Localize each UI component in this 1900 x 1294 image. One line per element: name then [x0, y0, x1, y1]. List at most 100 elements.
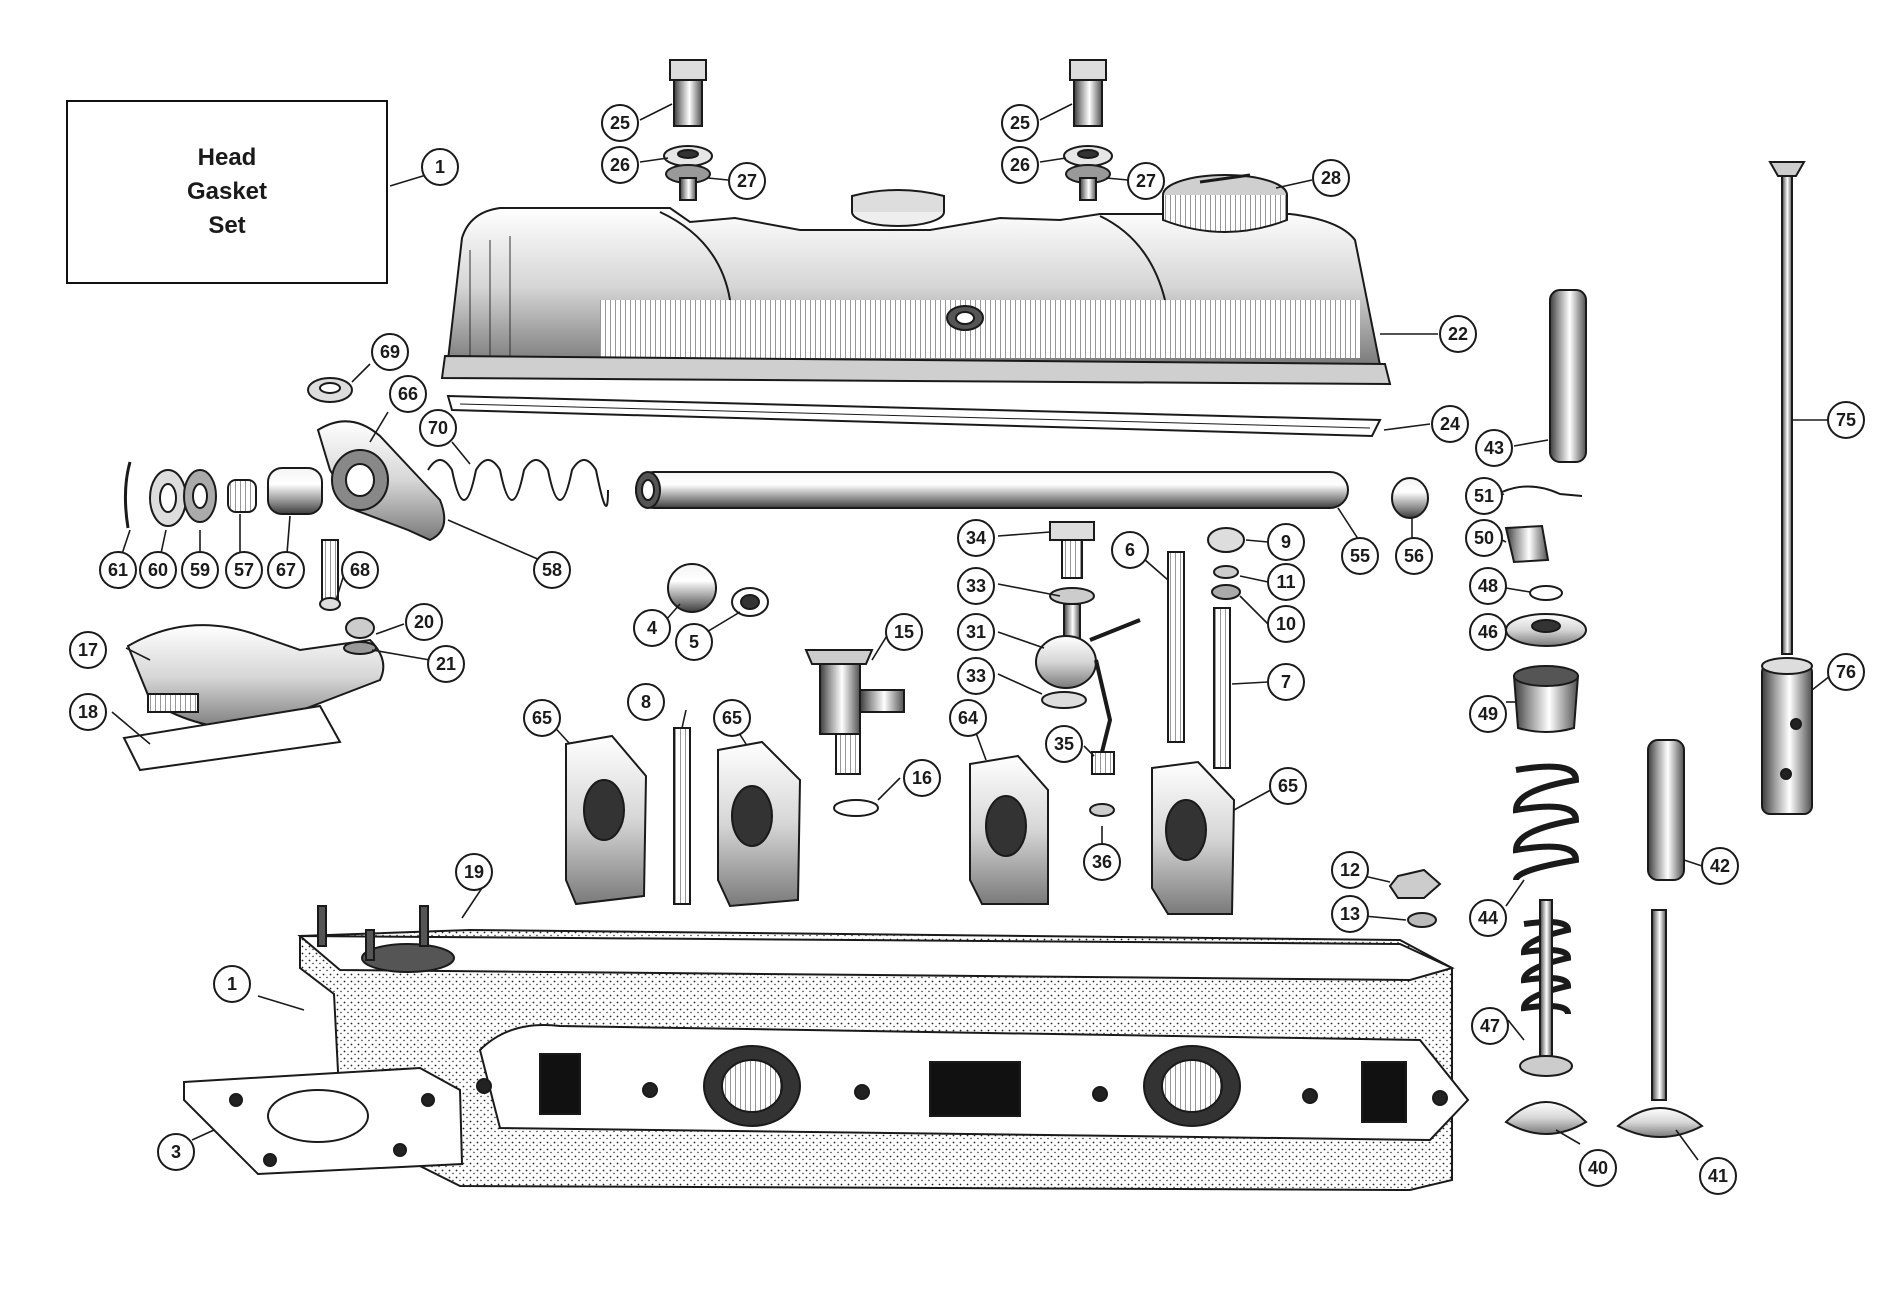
- pedestal-4-part: [1151, 760, 1236, 915]
- callout-67: 67: [276, 560, 296, 580]
- callout-47: 47: [1480, 1016, 1500, 1036]
- callout-48: 48: [1478, 576, 1498, 596]
- oil-seal-part: [1529, 585, 1563, 601]
- exhaust-valve-part: [1616, 909, 1704, 1138]
- outer-valve-spring-part: [1512, 763, 1580, 881]
- callout-20: 20: [414, 612, 434, 632]
- callout-76: 76: [1836, 662, 1856, 682]
- head-gasket-set-label-box: Head Gasket Set: [66, 100, 388, 284]
- stud-8-part: [673, 727, 691, 905]
- callout-31: 31: [966, 622, 986, 642]
- cylinder-head-part: [297, 905, 1470, 1192]
- callout-1-head: 1: [227, 974, 237, 994]
- thermostat-housing-part: [126, 624, 385, 732]
- pedestal-1-part: [565, 734, 648, 906]
- circlip-part: [1501, 485, 1583, 497]
- callout-56: 56: [1404, 546, 1424, 566]
- callout-4: 4: [647, 618, 657, 638]
- callout-8: 8: [641, 692, 651, 712]
- split-pin-part: [123, 461, 132, 529]
- valve-guide-42-part: [1647, 739, 1685, 881]
- callout-26-right: 26: [1010, 155, 1030, 175]
- shroud-part: [1512, 665, 1580, 733]
- inlet-valve-part: [1504, 899, 1588, 1135]
- adjuster-assembly-part: [1035, 521, 1141, 761]
- callout-9: 9: [1281, 532, 1291, 552]
- callout-69: 69: [380, 342, 400, 362]
- kit-label-line3: Set: [208, 212, 246, 239]
- callout-70: 70: [428, 418, 448, 438]
- callout-3: 3: [171, 1142, 181, 1162]
- kit-label-line1: Head: [197, 144, 257, 171]
- callout-57: 57: [234, 560, 254, 580]
- callout-21: 21: [436, 654, 456, 674]
- rocker-cover-part: [440, 189, 1392, 386]
- callout-26-left: 26: [610, 155, 630, 175]
- callout-65-a: 65: [532, 708, 552, 728]
- rocker-arm-part: [316, 420, 446, 542]
- cover-nut-left: [663, 59, 713, 201]
- heater-tap-nut-part: [343, 617, 377, 655]
- callout-27-right: 27: [1136, 171, 1156, 191]
- callout-18: 18: [78, 702, 98, 722]
- callout-25-left: 25: [610, 113, 630, 133]
- callout-15: 15: [894, 622, 914, 642]
- callout-60: 60: [148, 560, 168, 580]
- callout-circle: [421, 148, 459, 186]
- valve-cotter-part: [1504, 524, 1550, 564]
- shaft-locating-screw-part: [227, 479, 257, 513]
- pedestal-2-part: [717, 740, 802, 908]
- cover-nut-right: [1063, 59, 1113, 201]
- head-gasket-part: [183, 1066, 464, 1176]
- callout-46: 46: [1478, 622, 1498, 642]
- tappet-screw-part: [319, 539, 341, 611]
- callout-43: 43: [1484, 438, 1504, 458]
- callout-61: 61: [108, 560, 128, 580]
- callout-49: 49: [1478, 704, 1498, 724]
- callout-65-b: 65: [722, 708, 742, 728]
- stud-7-part: [1213, 607, 1231, 769]
- small-union-part: [1089, 751, 1115, 817]
- thermostat-gasket-part: [122, 704, 342, 772]
- callout-55: 55: [1350, 546, 1370, 566]
- callout-34: 34: [966, 528, 986, 548]
- callout-51: 51: [1474, 486, 1494, 506]
- callout-17: 17: [78, 640, 98, 660]
- rocker-shaft-part: [635, 471, 1349, 509]
- hex-nut-part: [1388, 868, 1442, 899]
- callout-66: 66: [398, 384, 418, 404]
- callout-6: 6: [1125, 540, 1135, 560]
- callout-68: 68: [350, 560, 370, 580]
- kit-label-line2: Gasket: [186, 178, 268, 205]
- heater-tap-part: [804, 649, 905, 775]
- tappet-part: [1761, 657, 1813, 815]
- callout-22: 22: [1448, 324, 1468, 344]
- callout-75: 75: [1836, 410, 1856, 430]
- callout-7: 7: [1281, 672, 1291, 692]
- oil-filler-cap-part: [1162, 173, 1288, 233]
- shaft-plug-part: [1391, 477, 1429, 519]
- callout-27-left: 27: [737, 171, 757, 191]
- callout-19: 19: [464, 862, 484, 882]
- callout-35: 35: [1054, 734, 1074, 754]
- callout-28: 28: [1321, 168, 1341, 188]
- callout-5: 5: [689, 632, 699, 652]
- callout-10: 10: [1276, 614, 1296, 634]
- spring-cap-part: [1505, 613, 1587, 647]
- stud-6-part: [1167, 551, 1185, 743]
- callout-1-kit: 1: [435, 157, 445, 177]
- pedestal-3-part: [969, 754, 1049, 905]
- callout-44: 44: [1478, 908, 1498, 928]
- stud-nut-part: [1207, 527, 1245, 553]
- callout-41: 41: [1708, 1166, 1728, 1186]
- callout-13: 13: [1340, 904, 1360, 924]
- callout-16: 16: [912, 768, 932, 788]
- callout-36: 36: [1092, 852, 1112, 872]
- callout-65-c: 65: [1278, 776, 1298, 796]
- inner-valve-spring-part: [1520, 919, 1572, 1015]
- callout-33-lower: 33: [966, 666, 986, 686]
- callout-42: 42: [1710, 856, 1730, 876]
- callout-59: 59: [190, 560, 210, 580]
- callout-50: 50: [1474, 528, 1494, 548]
